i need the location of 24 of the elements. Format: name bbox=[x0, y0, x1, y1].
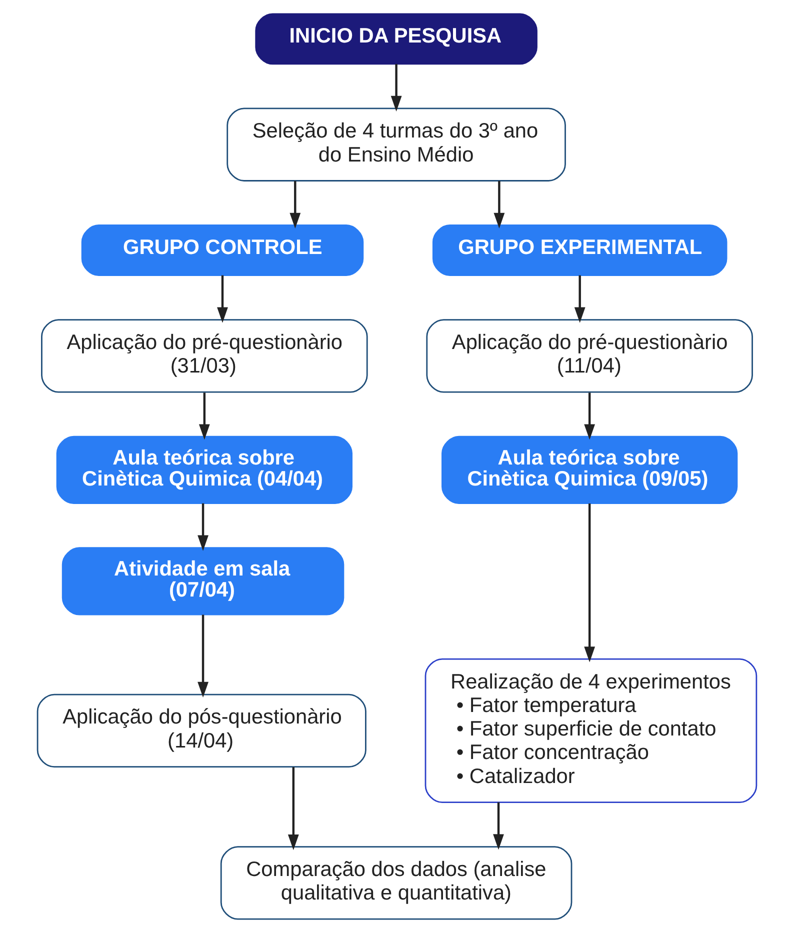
arrow bbox=[574, 275, 586, 323]
arrow bbox=[217, 275, 228, 323]
arrow bbox=[198, 614, 208, 698]
arrow bbox=[390, 64, 402, 112]
arrow bbox=[198, 392, 210, 440]
node-box: GRUPO EXPERIMENTAL bbox=[432, 224, 728, 276]
arrow bbox=[494, 180, 505, 229]
node-box: Realização de 4 experimentos • Fator temperatura • Fator superficie de contato • Fator concentração • Catalizador bbox=[424, 658, 758, 803]
node-box: Aula teórica sobre Cinètica Quimica (09/05) bbox=[442, 436, 738, 504]
node-box: Atividade em sala (07/04) bbox=[62, 547, 344, 616]
arrow bbox=[584, 392, 596, 440]
node-box: GRUPO CONTROLE bbox=[81, 224, 364, 276]
node-box: Seleção de 4 turmas do 3º ano do Ensino Médio bbox=[226, 108, 566, 182]
arrow bbox=[288, 767, 299, 850]
node-box: Comparação dos dados (analise qualitativa e quantitativa) bbox=[220, 846, 572, 920]
node-box: INICIO DA PESQUISA bbox=[255, 13, 538, 65]
node-box: Aplicação do pós-questionàrio (14/04) bbox=[36, 694, 366, 768]
arrow bbox=[198, 503, 208, 551]
node-box: Aula teórica sobre Cinètica Quimica (04/04) bbox=[56, 436, 352, 504]
node-box: Aplicação do pré-questionàrio (31/03) bbox=[41, 319, 368, 393]
arrow bbox=[290, 180, 301, 229]
arrow bbox=[584, 504, 596, 662]
arrow bbox=[493, 802, 504, 850]
node-box: Aplicação do pré-questionàrio (11/04) bbox=[426, 319, 753, 393]
